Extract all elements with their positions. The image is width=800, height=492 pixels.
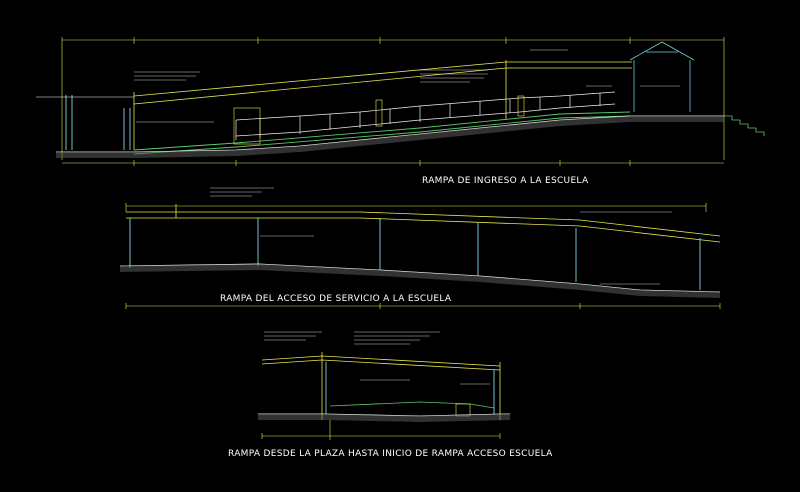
ramp-1-canopy bbox=[133, 60, 632, 150]
ramp-1-section: RAMPA DE INGRESO A LA ESCUELA bbox=[36, 37, 765, 186]
ramp-3-canopy bbox=[261, 352, 501, 420]
ramp-1-top-dimension bbox=[61, 37, 725, 160]
ramp-1-bottom-dimension bbox=[62, 160, 724, 166]
ramp-3-annotations bbox=[264, 331, 490, 385]
ramp-1-stairs bbox=[724, 115, 765, 136]
ramp-3-title: RAMPA DESDE LA PLAZA HASTA INICIO DE RAM… bbox=[228, 449, 553, 459]
ramp-1-detail-box bbox=[233, 107, 261, 145]
ramp-1-left-posts bbox=[65, 95, 131, 150]
ramp-3-bottom-dimension bbox=[261, 420, 501, 440]
ramp-2-section: RAMPA DEL ACCESO DE SERVICIO A LA ESCUEL… bbox=[119, 187, 721, 309]
ramp-3-ground bbox=[258, 413, 510, 422]
ramp-3-detail-box bbox=[455, 403, 471, 417]
ramp-2-annotations bbox=[210, 187, 672, 285]
ramp-1-slab bbox=[133, 111, 631, 155]
ramp-2-title: RAMPA DEL ACCESO DE SERVICIO A LA ESCUEL… bbox=[220, 294, 452, 304]
ramp-1-title: RAMPA DE INGRESO A LA ESCUELA bbox=[422, 176, 589, 186]
ramp-1-railing bbox=[235, 91, 616, 140]
ramp-1-post-marker-2 bbox=[517, 95, 525, 117]
ramp-3-columns bbox=[325, 362, 495, 414]
ramp-3-section: RAMPA DESDE LA PLAZA HASTA INICIO DE RAM… bbox=[228, 331, 553, 459]
ramp-1-ground bbox=[56, 115, 724, 158]
ramp-1-hut bbox=[629, 41, 695, 112]
ramp-2-bottom-dimension bbox=[125, 303, 721, 309]
ramp-1-annotations bbox=[134, 49, 680, 123]
ramp-1-post-marker bbox=[375, 99, 383, 127]
ramp-2-canopy bbox=[126, 204, 721, 243]
ramp-3-slab bbox=[329, 401, 495, 409]
ramp-2-columns bbox=[129, 218, 701, 290]
ramp-2-ground bbox=[119, 263, 721, 298]
ramp-2-top-dimension bbox=[125, 203, 707, 212]
